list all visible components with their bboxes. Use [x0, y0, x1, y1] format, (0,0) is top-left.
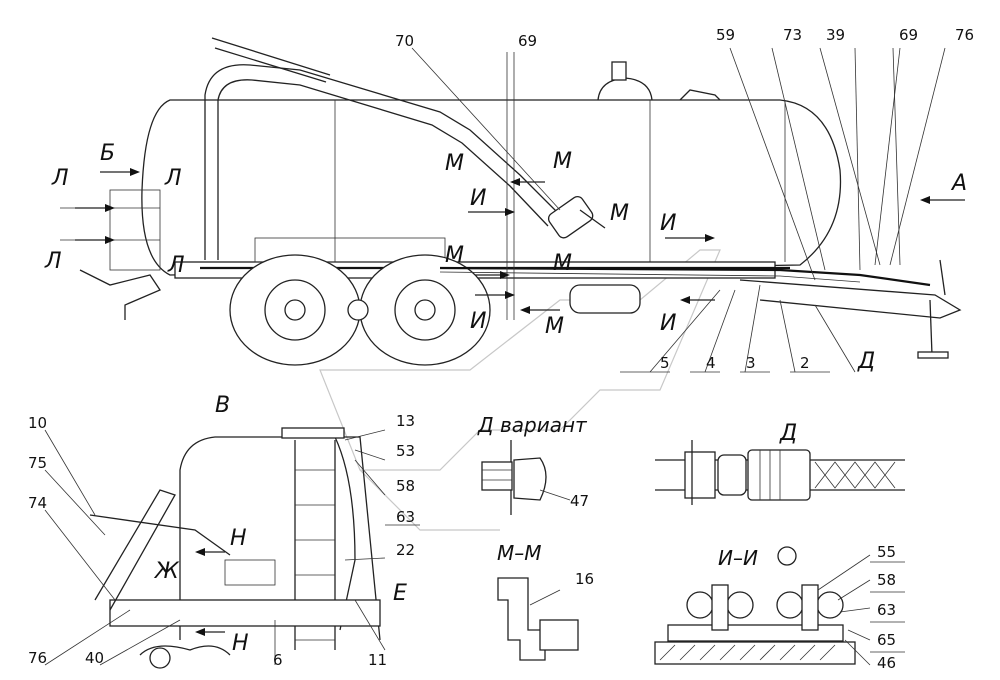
clamp-left	[686, 584, 754, 631]
callout-4: 4	[706, 354, 716, 372]
letter-e: Е	[393, 581, 407, 606]
letter-n-2: Н	[232, 631, 249, 656]
callout-10: 10	[28, 414, 47, 432]
letter-l-2: Л	[164, 166, 182, 191]
view-v: В	[28, 393, 420, 669]
view-v-title: В	[215, 393, 230, 418]
callout-47: 47	[570, 492, 589, 510]
wheel-front	[229, 254, 361, 366]
watermark	[319, 249, 721, 531]
section-arrows	[75, 168, 965, 314]
callout-40: 40	[85, 649, 104, 667]
callout-58-v: 58	[396, 477, 415, 495]
callout-11: 11	[368, 651, 387, 669]
letter-m-2: М	[553, 149, 572, 174]
letter-m-3: М	[610, 201, 629, 226]
callout-76: 76	[955, 26, 974, 44]
letter-m-4: М	[445, 243, 464, 268]
letter-i-3: И	[470, 309, 486, 334]
letter-l-3: Л	[44, 249, 62, 274]
callout-73: 73	[783, 26, 802, 44]
view-d: Д	[655, 421, 905, 505]
letter-i-4: И	[660, 311, 676, 336]
callout-2: 2	[800, 354, 810, 372]
tank-body	[141, 99, 842, 276]
drawbar	[739, 279, 962, 319]
letter-l-1: Л	[51, 166, 69, 191]
main-view: 70 69 59 73 39 69 76 5 4 3 2 Д Л Б Л Л Л…	[44, 26, 974, 374]
letter-l-4: Л	[167, 253, 185, 278]
letter-zh: Ж	[153, 559, 180, 584]
letter-n-1: Н	[230, 526, 247, 551]
leaders-top	[411, 47, 946, 320]
callout-58: 58	[877, 571, 896, 589]
view-d-title: Д	[779, 421, 797, 446]
letter-m-1: М	[445, 151, 464, 176]
callout-59: 59	[716, 26, 735, 44]
view-mm-title: М–М	[497, 541, 542, 565]
callout-3: 3	[746, 354, 756, 372]
suction-pipe	[204, 64, 561, 260]
letter-a: А	[950, 171, 967, 196]
letter-m-6: М	[545, 314, 564, 339]
letter-i-2: И	[660, 211, 676, 236]
callout-63-v: 63	[396, 508, 415, 526]
view-mm: М–М 16	[497, 541, 594, 661]
view-d-variant-title: Д вариант	[477, 413, 588, 437]
letter-m-5: М	[553, 251, 572, 276]
callout-6: 6	[273, 651, 283, 669]
callout-16: 16	[575, 570, 594, 588]
callout-69b: 69	[899, 26, 918, 44]
wheel-rear	[359, 254, 491, 366]
callout-13: 13	[396, 412, 415, 430]
view-ii: И–И 55 58 63 65	[654, 543, 905, 672]
callout-55: 55	[877, 543, 896, 561]
callout-5: 5	[660, 354, 670, 372]
label-d: Д	[857, 349, 875, 374]
callout-53: 53	[396, 442, 415, 460]
callout-39: 39	[826, 26, 845, 44]
view-d-variant: Д вариант 47	[477, 413, 589, 515]
callout-46: 46	[877, 654, 896, 672]
view-ii-title: И–И	[718, 546, 758, 570]
callout-76-v: 76	[28, 649, 47, 667]
callout-70: 70	[395, 32, 414, 50]
letter-i-1: И	[470, 186, 486, 211]
callout-75: 75	[28, 454, 47, 472]
letter-b: Б	[100, 141, 115, 166]
callout-69: 69	[518, 32, 537, 50]
callout-22: 22	[396, 541, 415, 559]
clamp-right	[776, 584, 844, 631]
callout-74: 74	[28, 494, 47, 512]
leaders-bottom	[620, 284, 856, 373]
callout-63: 63	[877, 601, 896, 619]
callout-65: 65	[877, 631, 896, 649]
